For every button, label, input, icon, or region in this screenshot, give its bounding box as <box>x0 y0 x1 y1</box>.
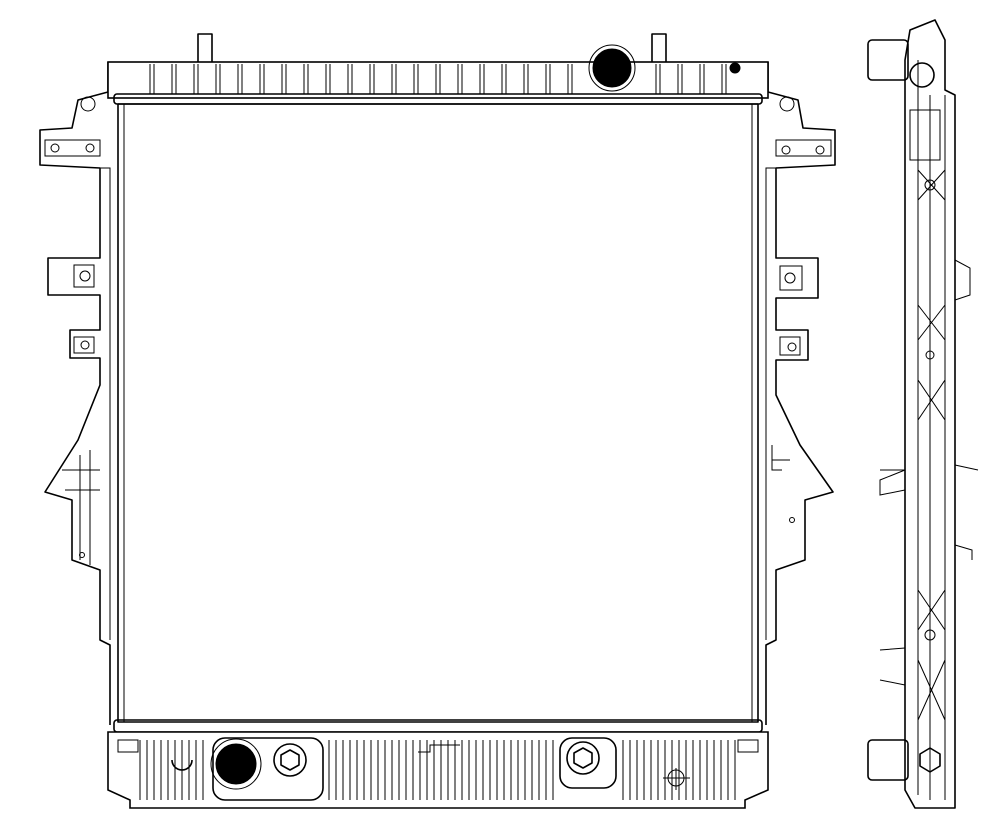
top-tank-ribs <box>149 64 727 94</box>
radiator-side-view <box>867 19 979 809</box>
right-side-frame <box>765 62 836 725</box>
drain-bolt-right <box>573 747 593 769</box>
side-drain-bolt <box>919 747 941 773</box>
left-side-frame <box>39 62 111 725</box>
bottom-tank <box>107 731 769 809</box>
bottom-tank-ribs <box>139 740 736 800</box>
bottom-hook <box>171 759 193 771</box>
bleed-plug <box>729 62 741 74</box>
drain-bolt-left <box>280 749 300 771</box>
radiator-front-view <box>39 33 836 809</box>
radiator-core <box>117 103 759 723</box>
outlet-port <box>215 743 257 785</box>
top-tank <box>107 61 769 99</box>
inlet-port <box>592 48 632 88</box>
